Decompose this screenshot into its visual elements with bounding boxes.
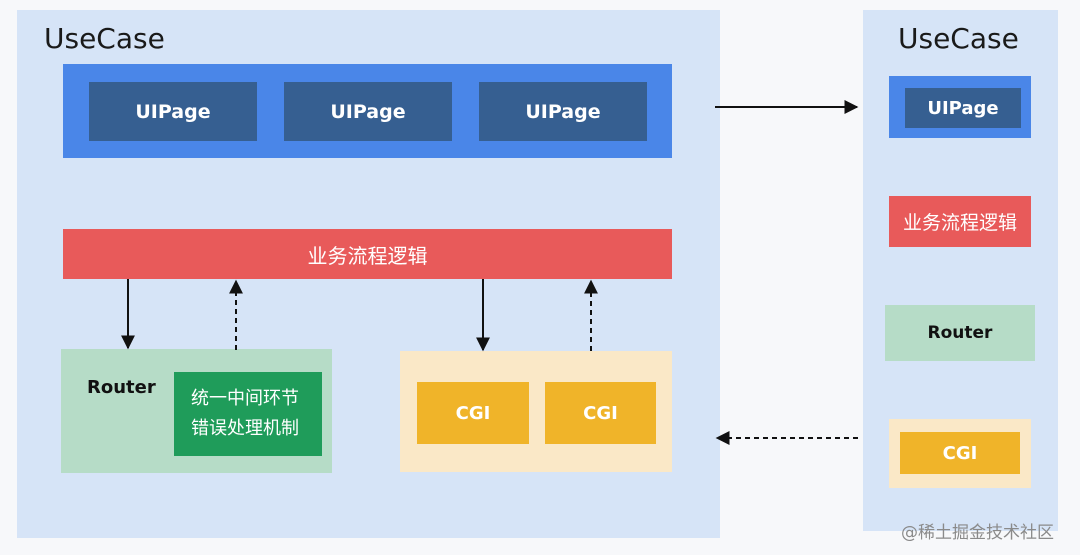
right-cgi-box: CGI [900,432,1020,474]
error-handling-box: 统一中间环节 错误处理机制 [174,372,322,456]
router-label: Router [87,377,156,398]
uipage-box: UIPage [284,82,452,141]
business-logic-bar: 业务流程逻辑 [63,229,672,279]
watermark: @稀土掘金技术社区 [901,523,1054,543]
right-business-logic-box: 业务流程逻辑 [889,196,1031,247]
cgi-box: CGI [545,382,656,444]
left-usecase-title: UseCase [44,22,165,55]
right-uipage-box: UIPage [905,88,1021,128]
error-handling-line: 统一中间环节 [191,388,299,409]
cgi-box: CGI [417,382,529,444]
right-usecase-title: UseCase [898,22,1019,55]
right-router-box: Router [885,305,1035,361]
uipage-box: UIPage [89,82,257,141]
uipage-box: UIPage [479,82,647,141]
error-handling-line: 错误处理机制 [191,418,299,439]
